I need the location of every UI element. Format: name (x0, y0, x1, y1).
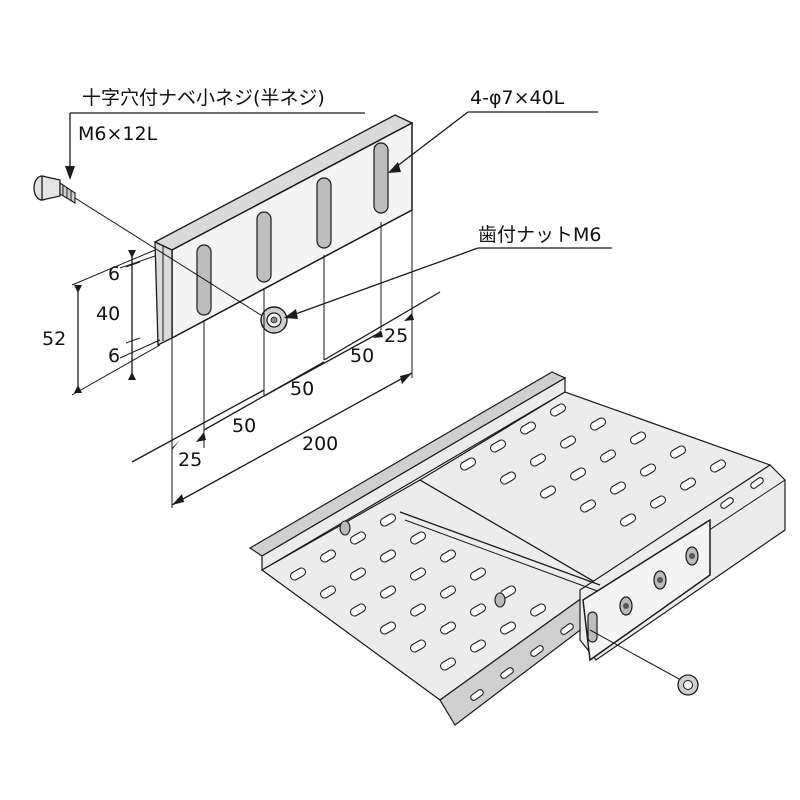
dim-v-total: 52 (42, 328, 66, 350)
tray-near-wall-slots (470, 477, 764, 701)
screw-axis-line (74, 197, 273, 323)
horizontal-dimensions: 50 50 50 25 25 200 (131, 210, 441, 508)
screw-size-label: M6×12L (78, 123, 158, 145)
mounted-bolt-icon (653, 570, 667, 590)
mounted-splice-plate (582, 518, 711, 662)
screw-name-label: 十字穴付ナベ小ネジ(半ネジ) (82, 87, 325, 109)
plate-slot-4 (373, 142, 389, 214)
nut-leader (289, 247, 479, 317)
toothed-nut-icon (260, 306, 288, 334)
screw-leader-arrow (65, 166, 75, 180)
dim-h-pitch-b: 50 (290, 378, 314, 400)
vertical-dimensions: 6 40 6 52 (42, 249, 161, 396)
far-wall-bolt-icon (339, 520, 351, 536)
dim-h-edge-left: 25 (178, 449, 202, 471)
splice-plate (153, 114, 414, 347)
dim-v-top: 6 (108, 263, 120, 285)
slot-leader-arrow (388, 162, 401, 173)
pan-head-screw-icon (33, 175, 76, 204)
dim-h-pitch-a: 50 (232, 415, 256, 437)
plate-slot-1 (196, 244, 212, 316)
tray-joint-line (399, 511, 601, 586)
dim-v-bottom: 6 (108, 345, 120, 367)
mounted-bolt-icon (685, 546, 699, 566)
nut-name-label: 歯付ナットM6 (478, 224, 601, 246)
tray-nut-axis-line (589, 629, 691, 686)
tray-perforations-right (459, 403, 727, 527)
nut-leader-arrow (284, 309, 298, 319)
mounted-bolt-icon (619, 596, 633, 616)
far-wall-bolt-icon (494, 592, 506, 608)
plate-slot-2 (256, 211, 272, 283)
dim-h-pitch-c: 50 (350, 345, 374, 367)
dim-h-total: 200 (302, 433, 338, 455)
dim-v-mid: 40 (96, 303, 120, 325)
exploded-nut-icon (677, 674, 699, 696)
cable-tray-assembly (248, 371, 786, 726)
plate-slot-3 (316, 177, 332, 249)
slot-spec-label: 4-φ7×40L (470, 87, 565, 109)
tray-perforations-left (289, 513, 547, 671)
dim-h-edge-right: 25 (384, 325, 408, 347)
slot-leader (391, 111, 469, 171)
